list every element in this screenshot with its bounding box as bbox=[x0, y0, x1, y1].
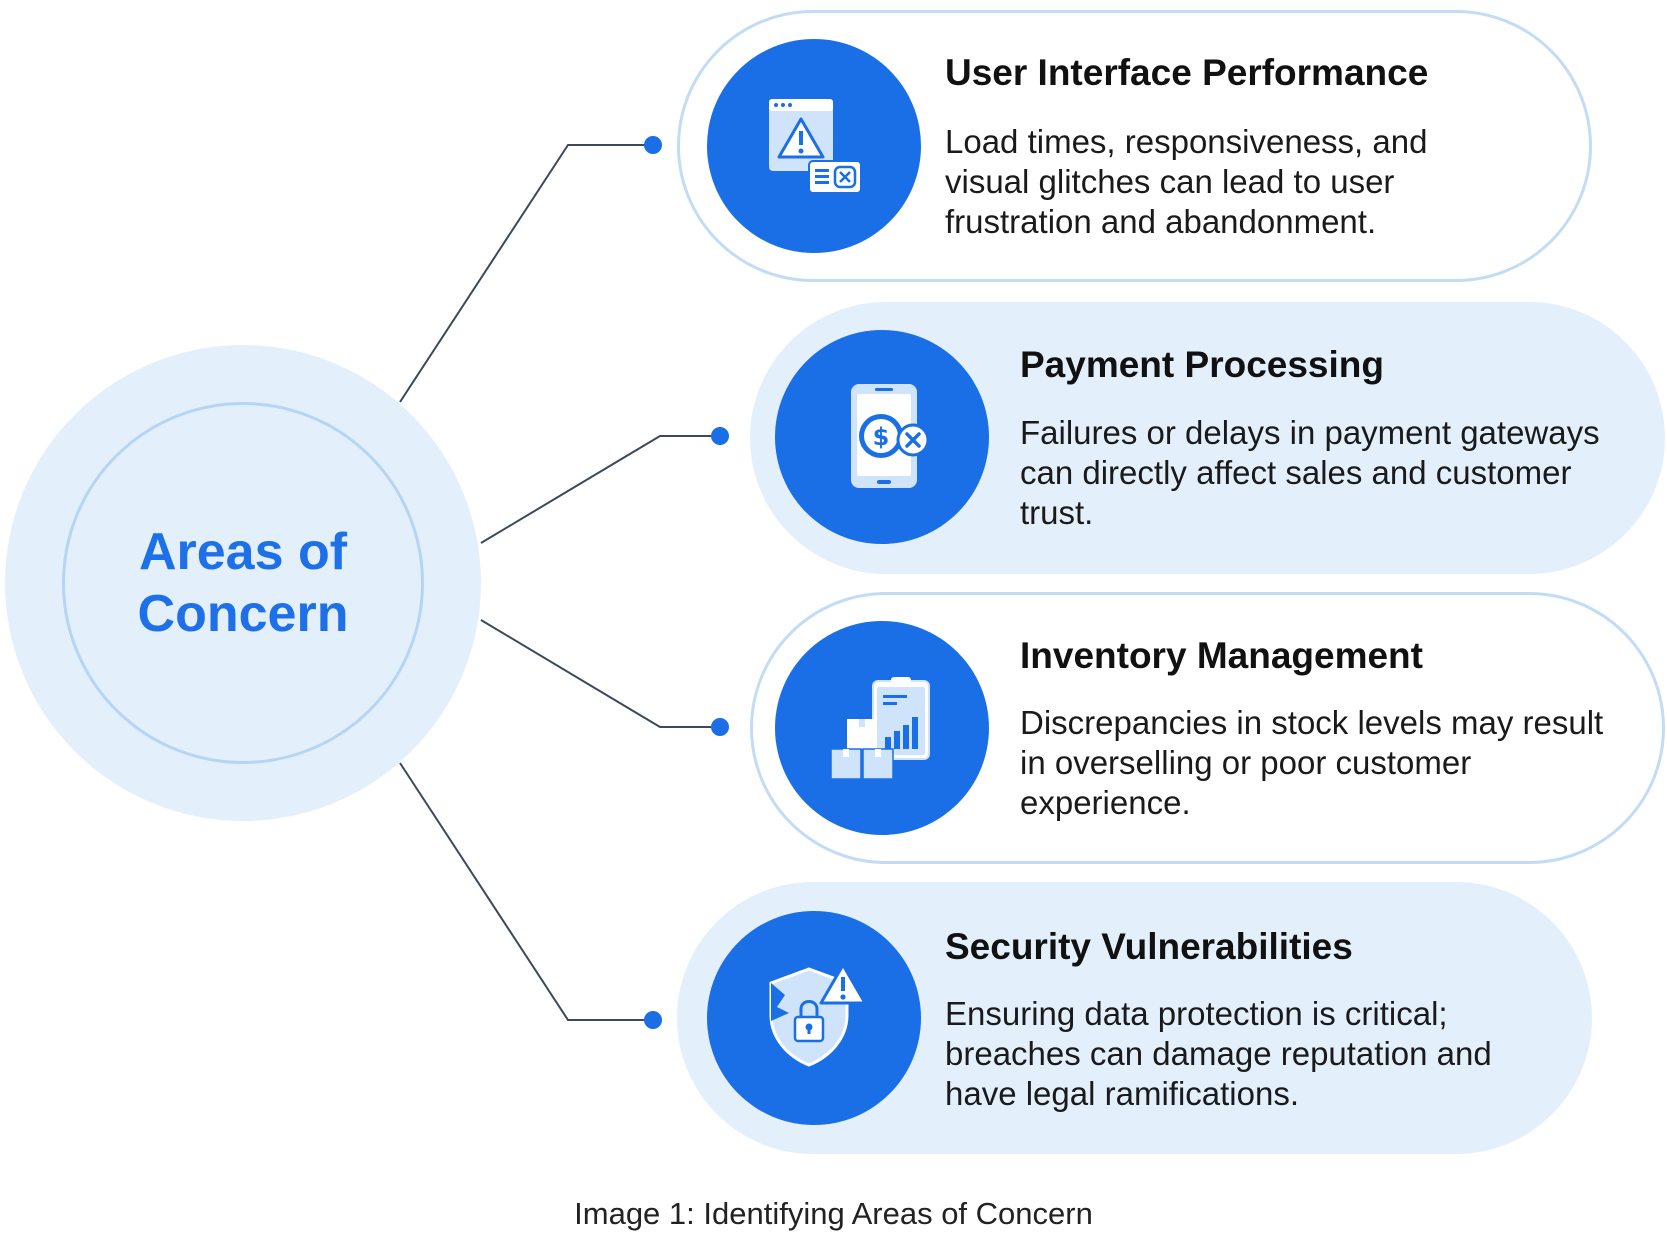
connector-dot-security bbox=[644, 1011, 662, 1029]
card-desc-payment: Failures or delays in payment gateways c… bbox=[1020, 414, 1600, 531]
card-title-payment: Payment Processing bbox=[1020, 344, 1384, 385]
inventory-chart-icon bbox=[827, 671, 937, 786]
card-title-inventory: Inventory Management bbox=[1020, 635, 1423, 676]
connector-dot-ui bbox=[644, 136, 662, 154]
icon-circle-security bbox=[707, 911, 921, 1125]
card-desc-security: Ensuring data protection is critical; br… bbox=[945, 995, 1492, 1112]
card-desc-inventory: Discrepancies in stock levels may result… bbox=[1020, 704, 1604, 821]
card-title-security: Security Vulnerabilities bbox=[945, 926, 1353, 967]
figure-caption: Image 1: Identifying Areas of Concern bbox=[574, 1196, 1093, 1231]
connector-ui bbox=[399, 144, 653, 403]
shield-lock-icon bbox=[759, 961, 869, 1076]
icon-circle-inventory bbox=[775, 621, 989, 835]
payment-failure-icon: $ bbox=[827, 380, 937, 495]
hub-inner-ring: Areas of Concern bbox=[62, 402, 424, 764]
card-title-ui: User Interface Performance bbox=[945, 52, 1429, 93]
svg-text:$: $ bbox=[873, 423, 890, 451]
connector-dot-inventory bbox=[711, 718, 729, 736]
hub-title: Areas of Concern bbox=[137, 523, 349, 643]
icon-circle-ui bbox=[707, 39, 921, 253]
icon-circle-payment: $ bbox=[775, 330, 989, 544]
connector-security bbox=[399, 762, 653, 1021]
connector-payment bbox=[480, 435, 720, 544]
connector-dot-payment bbox=[711, 427, 729, 445]
card-desc-ui: Load times, responsiveness, and visual g… bbox=[945, 123, 1428, 240]
connector-inventory bbox=[480, 619, 720, 728]
ui-warning-icon bbox=[759, 89, 869, 204]
